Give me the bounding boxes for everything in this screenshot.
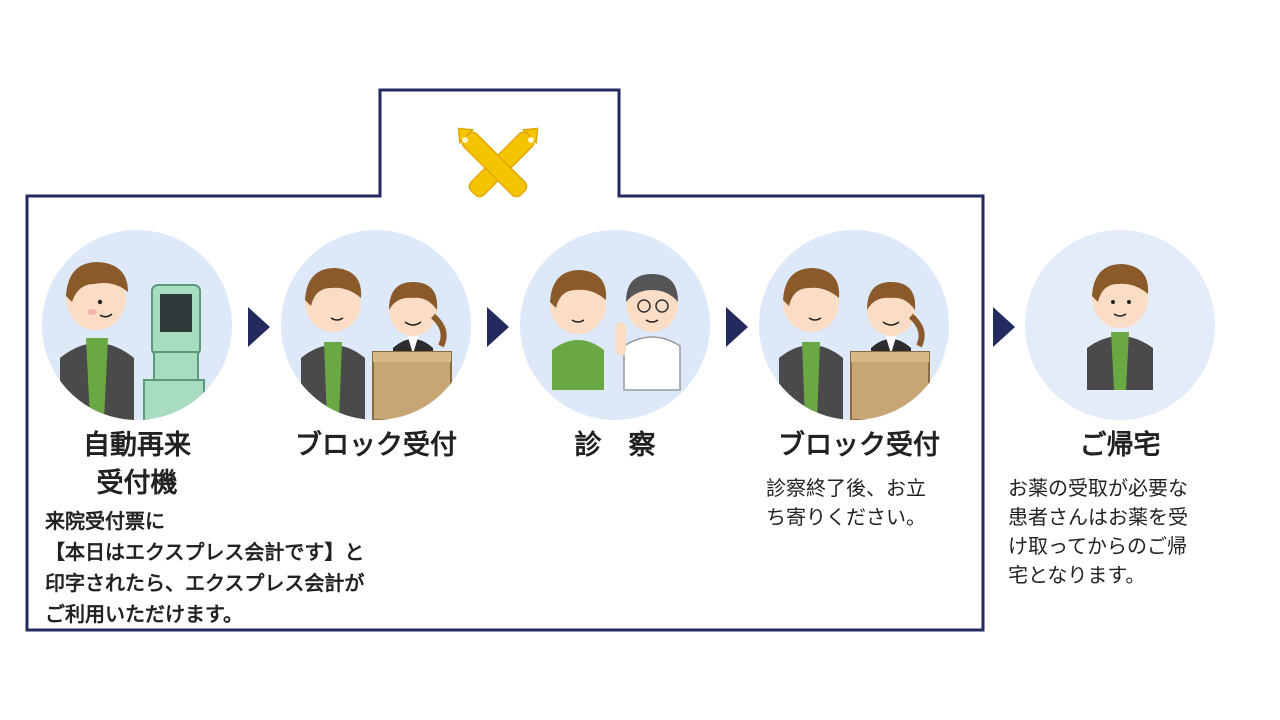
note-kiosk: 来院受付票に 【本日はエクスプレス会計です】と 印字されたら、エクスプレス会計が… (45, 509, 365, 626)
step-title-kiosk: 自動再来 受付機 (83, 430, 191, 499)
arrow-right-icon (248, 307, 270, 347)
step-title-block-reception: ブロック受付 (295, 430, 457, 461)
arrow-right-icon (487, 307, 509, 347)
note-block-reception: 診察終了後、お立 ち寄りください。 (766, 476, 926, 529)
arrow-right-icon (726, 307, 748, 347)
step-illustration-kiosk (42, 230, 232, 420)
step-title-block-reception-2: ブロック受付 (778, 430, 940, 461)
step-illustration-consultation (520, 230, 710, 420)
step-illustration-block-reception (281, 230, 471, 420)
step-illustration-block-reception-2 (759, 230, 949, 420)
arrow-right-icon (993, 307, 1015, 347)
step-illustration-go-home (1025, 230, 1215, 420)
step-title-go-home: ご帰宅 (1079, 430, 1161, 461)
step-title-consultation: 診 察 (574, 430, 656, 461)
note-go-home: お薬の受取が必要な 患者さんはお薬を受 け取ってからのご帰 宅となります。 (1008, 476, 1188, 587)
cross-out-icon (457, 127, 539, 198)
